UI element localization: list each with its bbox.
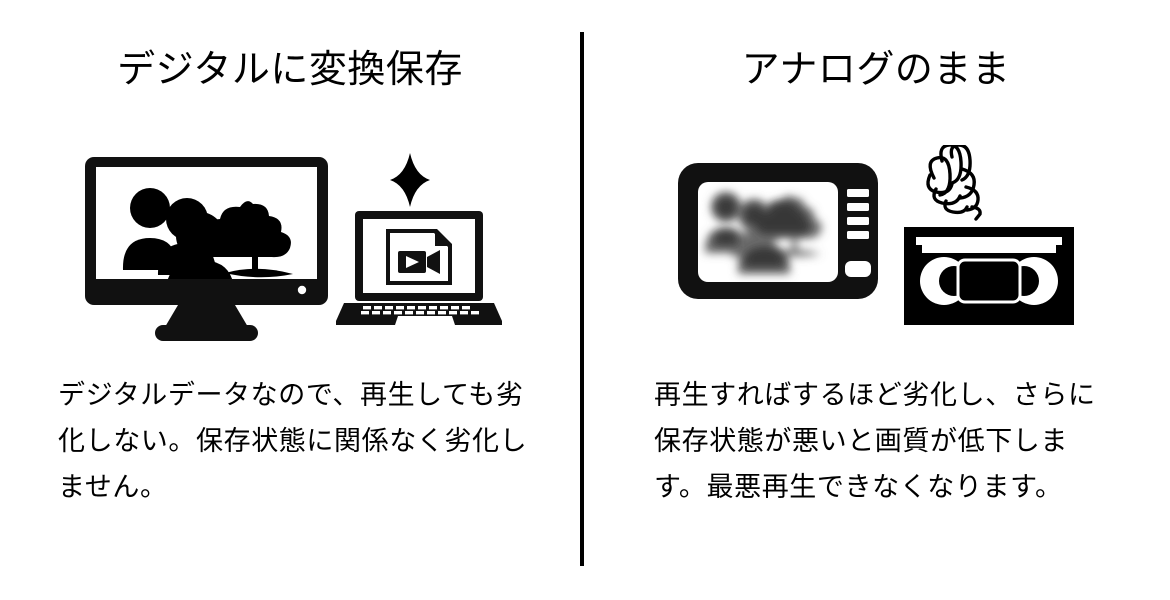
video-file-document-icon xyxy=(386,229,452,285)
vertical-divider xyxy=(580,32,584,566)
laptop-trackpad xyxy=(395,316,455,325)
illustration-analog xyxy=(586,145,1166,345)
photo-people-tree-sharp xyxy=(122,188,293,279)
column-analog: アナログのまま xyxy=(586,0,1166,600)
laptop-icon xyxy=(336,211,502,325)
photo-people-tree-blurred xyxy=(704,192,822,274)
laptop-keyboard xyxy=(361,306,479,315)
tv-knob-button xyxy=(845,261,871,277)
desktop-monitor-icon xyxy=(85,157,328,341)
body-text-analog: 再生すればするほど劣化し、さらに保存状態が悪いと画質が低下します。最悪再生できな… xyxy=(654,380,1096,502)
tangled-tape-scribble-icon xyxy=(926,145,982,221)
body-text-digital: デジタルデータなので、再生しても劣化しない。保存状態に関係なく劣化しません。 xyxy=(58,380,528,502)
heading-digital: デジタルに変換保存 xyxy=(117,49,463,91)
heading-analog: アナログのまま xyxy=(741,49,1011,91)
vhs-cassette-icon xyxy=(904,227,1074,325)
crt-television-icon xyxy=(678,163,878,299)
tv-control-panel xyxy=(845,189,871,277)
illustration-digital xyxy=(0,145,580,345)
column-digital: デジタルに変換保存 xyxy=(0,0,580,600)
